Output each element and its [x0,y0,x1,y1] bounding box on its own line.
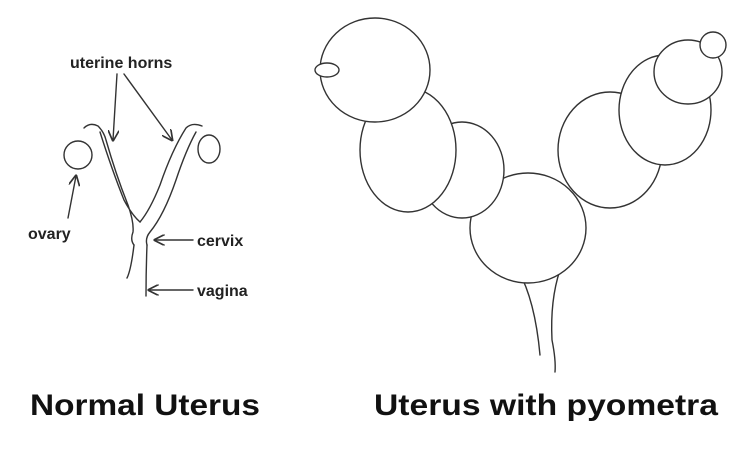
left-horn-outline [83,123,141,246]
right-horn-outline [139,123,203,246]
right-ovary [197,134,221,164]
label-uterine-horns: uterine horns [70,55,172,72]
label-cervix: cervix [197,233,243,250]
label-vagina: vagina [197,283,248,300]
pyometra-ovary-left [314,62,340,78]
pyometra-stem [517,269,561,373]
pyometra-ovary-right [699,31,727,59]
ovary-arrow [67,176,76,219]
horn-arrow-left [113,73,117,140]
horn-arrow-right [123,73,172,140]
left-ovary [63,140,93,170]
title-pyometra: Uterus with pyometra [374,389,718,422]
normal-uterus-drawing: uterine horns ovary cervix vagina [28,55,248,300]
vagina-outline [126,244,148,297]
label-ovary: ovary [28,226,71,243]
title-normal-uterus: Normal Uterus [30,389,260,422]
pyometra-lobe [469,172,587,284]
pyometra-uterus-drawing [314,17,727,373]
